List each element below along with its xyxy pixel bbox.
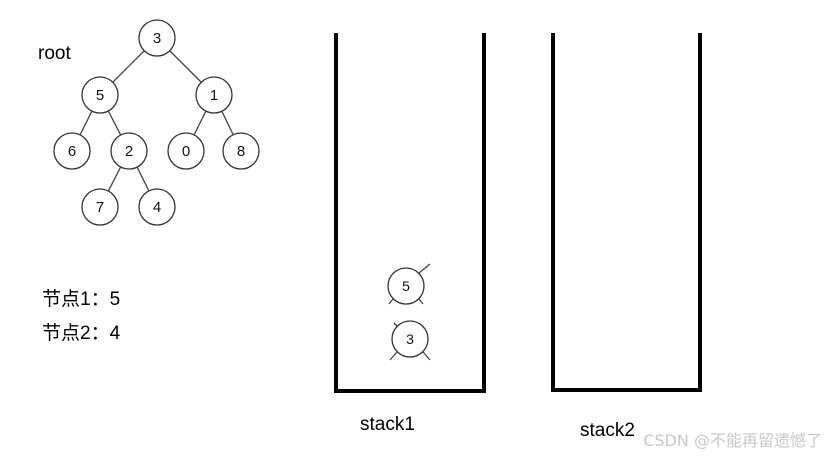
stack1-item-stub-edge	[389, 351, 398, 361]
tree-node-value: 8	[237, 143, 245, 160]
info-line-2-value: 4	[109, 323, 121, 344]
tree-node: 2	[110, 132, 148, 170]
stack1-label: stack1	[360, 414, 415, 435]
tree-node-circle	[138, 188, 176, 226]
tree-node: 4	[138, 188, 176, 226]
stack1-container	[334, 33, 486, 393]
tree-node: 5	[81, 76, 119, 114]
tree-edge-n3-n5	[112, 50, 145, 83]
stack1-item-stub-edge	[388, 298, 394, 305]
tree-node-circle	[138, 19, 176, 57]
tree-node: 1	[195, 76, 233, 114]
tree-node-circle	[195, 76, 233, 114]
info-line-2: 节点2：4	[42, 318, 120, 345]
stack1-item-circle	[387, 267, 425, 305]
stack1-item-value: 3	[406, 331, 414, 347]
stack2-container	[551, 33, 702, 392]
tree-node: 7	[81, 188, 119, 226]
tree-edge-n1-n8	[221, 110, 234, 136]
info-line-1-value: 5	[109, 289, 121, 310]
tree-node-circle	[81, 76, 119, 114]
tree-nodes: 3 5 1 6 2 0 8 7 4	[53, 19, 260, 226]
info-line-1-label: 节点1：	[42, 289, 110, 310]
csdn-watermark: CSDN @不能再留遗憾了	[643, 431, 822, 450]
tree-edges	[79, 50, 234, 192]
stack1-item-stub-edge	[418, 298, 424, 305]
tree-node: 0	[167, 132, 205, 170]
tree-node-value: 6	[68, 143, 76, 160]
tree-node-circle	[81, 188, 119, 226]
tree-edge-n5-n6	[79, 110, 93, 136]
tree-node-value: 4	[153, 199, 161, 216]
tree-node-circle	[53, 132, 91, 170]
tree-node: 8	[222, 132, 260, 170]
stack2-label: stack2	[580, 420, 635, 441]
stack1-item-value: 5	[402, 278, 410, 294]
stack1-item-circle	[391, 320, 429, 358]
stack1-item: 3	[389, 320, 431, 361]
tree-node-circle	[110, 132, 148, 170]
tree-node: 6	[53, 132, 91, 170]
tree-node: 3	[138, 19, 176, 57]
info-line-2-label: 节点2：	[42, 323, 110, 344]
tree-edge-n1-n0	[193, 110, 207, 136]
tree-node-value: 7	[96, 199, 104, 216]
stack1-items: 53	[387, 263, 431, 361]
root-label: root	[38, 43, 71, 64]
tree-edge-n2-n7	[107, 166, 122, 192]
tree-node-value: 5	[96, 87, 104, 104]
stack1-item: 5	[387, 263, 431, 305]
tree-node-value: 3	[153, 30, 161, 47]
tree-node-value: 0	[182, 143, 190, 160]
tree-edge-n5-n2	[107, 110, 122, 136]
stack1-item-stub-edge	[393, 322, 398, 327]
tree-node-circle	[222, 132, 260, 170]
tree-edge-n3-n1	[169, 50, 202, 83]
tree-edge-n2-n4	[136, 166, 150, 192]
tree-node-value: 1	[210, 87, 218, 104]
stack1-item-stub-edge	[418, 263, 431, 274]
stack1-item-stub-edge	[422, 351, 431, 361]
tree-node-circle	[167, 132, 205, 170]
tree-node-value: 2	[125, 143, 133, 160]
info-line-1: 节点1：5	[42, 284, 120, 311]
